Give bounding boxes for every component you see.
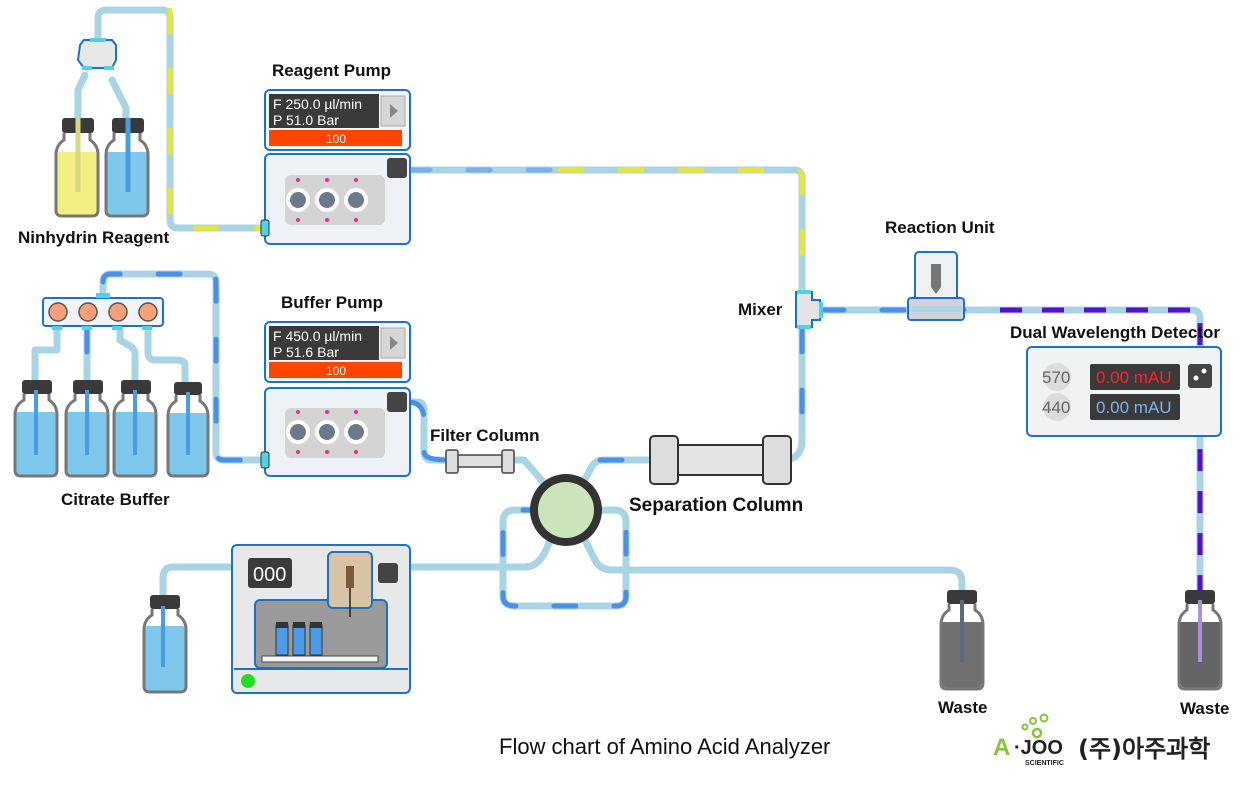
- autosampler-valve-icon: [378, 563, 398, 583]
- pump-heads-icon: [285, 175, 385, 225]
- play-arrow-icon: [390, 336, 398, 350]
- separation-column-label: Separation Column: [629, 495, 803, 516]
- buffer-pump-pressure: P 51.6 Bar: [273, 344, 339, 360]
- ninhydrin-bottle-blue: [104, 118, 150, 218]
- diagram-caption: Flow chart of Amino Acid Analyzer: [499, 734, 830, 759]
- reagent-pump-display: [269, 94, 379, 128]
- ninhydrin-bottle-yellow: [54, 118, 100, 218]
- citrate-valve-manifold: [42, 293, 164, 330]
- detector-valve-icon: [1188, 364, 1212, 388]
- sample-vials: [275, 622, 323, 656]
- reaction-unit: [907, 251, 965, 321]
- pump-heads-icon: [285, 408, 385, 458]
- separation-column: [649, 435, 792, 485]
- mixer-label: Mixer: [738, 300, 783, 319]
- waste1-label: Waste: [938, 698, 987, 717]
- buffer-pump-bar-value: 100: [326, 364, 346, 378]
- citrate-bottle-4: [166, 382, 210, 478]
- detector-ch1-reading: 0.00 mAU: [1096, 368, 1172, 387]
- ninhydrin-label: Ninhydrin Reagent: [18, 228, 169, 247]
- filter-column: [445, 449, 515, 474]
- ninhydrin-manifold: [76, 38, 117, 70]
- detector-ch2-wavelength: 440: [1042, 398, 1070, 417]
- buffer-pump-label: Buffer Pump: [281, 293, 383, 312]
- citrate-label: Citrate Buffer: [61, 490, 170, 509]
- buffer-pump-flow: F 450.0 µl/min: [273, 328, 362, 344]
- injection-valve[interactable]: [530, 474, 602, 546]
- reagent-pump-pressure: P 51.0 Bar: [273, 112, 339, 128]
- detector-label: Dual Wavelength Detector: [1010, 323, 1220, 342]
- reagent-pump[interactable]: 100 F 250.0 µl/min P 51.0 Bar: [260, 89, 411, 245]
- logo-korean: (주)아주과학: [1078, 735, 1210, 763]
- filter-column-label: Filter Column: [430, 426, 540, 445]
- play-arrow-icon: [390, 104, 398, 118]
- citrate-bottle-3: [112, 380, 158, 478]
- autosampler[interactable]: 000: [231, 544, 411, 694]
- waste-bottle-2: [1177, 590, 1223, 691]
- buffer-pump[interactable]: 100 F 450.0 µl/min P 51.6 Bar: [260, 321, 411, 477]
- reagent-pump-bar-value: 100: [326, 132, 346, 146]
- outlet-valve-icon: [387, 392, 407, 412]
- status-led: [241, 674, 255, 688]
- logo-sub: SCIENTIFIC: [1025, 760, 1064, 767]
- autosampler-counter: 000: [253, 564, 286, 586]
- buffer-pump-display: [269, 326, 379, 360]
- ajoo-logo: A ·JOO SCIENTIFIC (주)아주과학: [993, 713, 1210, 767]
- logo-mark-a: A: [993, 734, 1010, 761]
- mixer: [795, 290, 823, 329]
- reagent-pump-bar: [269, 130, 402, 146]
- detector-ch1-wavelength: 570: [1042, 368, 1070, 387]
- tubing: [31, 6, 1204, 610]
- waste2-label: Waste: [1180, 699, 1229, 718]
- buffer-pump-bar: [269, 362, 402, 378]
- citrate-bottles: [13, 380, 210, 478]
- reagent-pump-flow: F 250.0 µl/min: [273, 96, 362, 112]
- outlet-valve-icon: [387, 158, 407, 178]
- detector-ch2-reading: 0.00 mAU: [1096, 398, 1172, 417]
- logo-brand: ·JOO: [1014, 737, 1063, 759]
- waste-bottle-1: [939, 590, 985, 691]
- reagent-pump-label: Reagent Pump: [272, 61, 391, 80]
- reaction-unit-label: Reaction Unit: [885, 218, 995, 237]
- citrate-bottle-1: [13, 380, 59, 478]
- sample-bottle: [142, 595, 188, 694]
- citrate-bottle-2: [64, 380, 110, 478]
- dual-wavelength-detector[interactable]: 570 440 0.00 mAU 0.00 mAU: [1026, 346, 1222, 437]
